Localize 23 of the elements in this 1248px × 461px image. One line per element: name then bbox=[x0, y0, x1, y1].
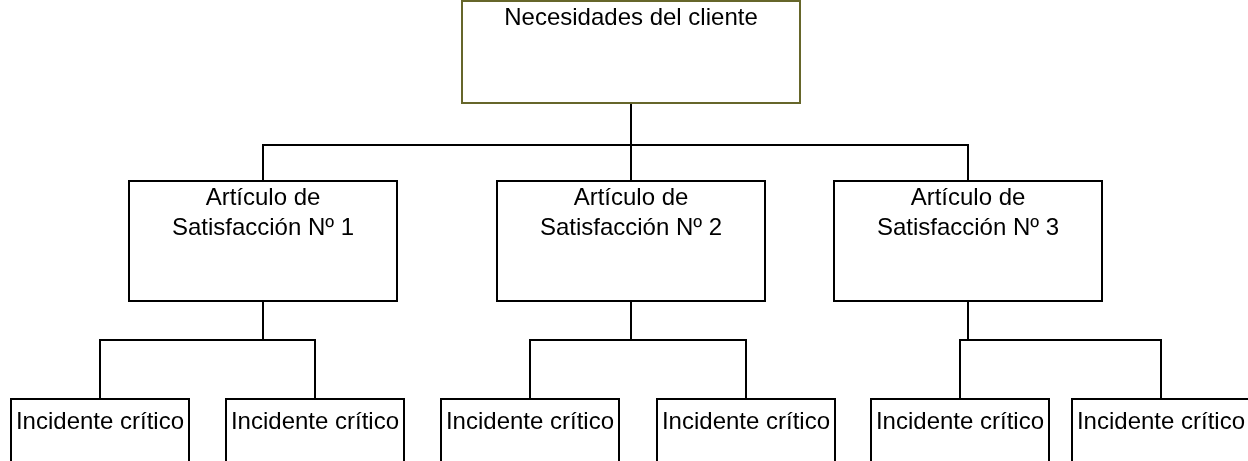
node-label: Necesidades del cliente bbox=[503, 2, 759, 32]
node-box bbox=[225, 398, 405, 461]
node-box bbox=[833, 180, 1103, 302]
node-label: Incidente crítico bbox=[1076, 406, 1246, 436]
node-label: Incidente crítico bbox=[445, 406, 615, 436]
node-box bbox=[10, 398, 190, 461]
node-label: Artículo de Satisfacción Nº 2 bbox=[538, 182, 724, 242]
node-label: Artículo de Satisfacción Nº 1 bbox=[170, 182, 356, 242]
connector-line bbox=[967, 301, 1162, 399]
node-box bbox=[1071, 398, 1248, 461]
node-box bbox=[870, 398, 1050, 461]
node-box bbox=[496, 180, 766, 302]
node-label: Incidente crítico bbox=[875, 406, 1045, 436]
node-label: Artículo de Satisfacción Nº 3 bbox=[875, 182, 1061, 242]
node-label: Incidente crítico bbox=[661, 406, 831, 436]
connector-line bbox=[262, 301, 316, 399]
connector-line bbox=[630, 301, 747, 399]
node-label: Incidente crítico bbox=[230, 406, 400, 436]
node-box bbox=[128, 180, 398, 302]
node-box bbox=[461, 0, 801, 104]
node-box bbox=[656, 398, 836, 461]
node-box bbox=[440, 398, 620, 461]
node-label: Incidente crítico bbox=[15, 406, 185, 436]
